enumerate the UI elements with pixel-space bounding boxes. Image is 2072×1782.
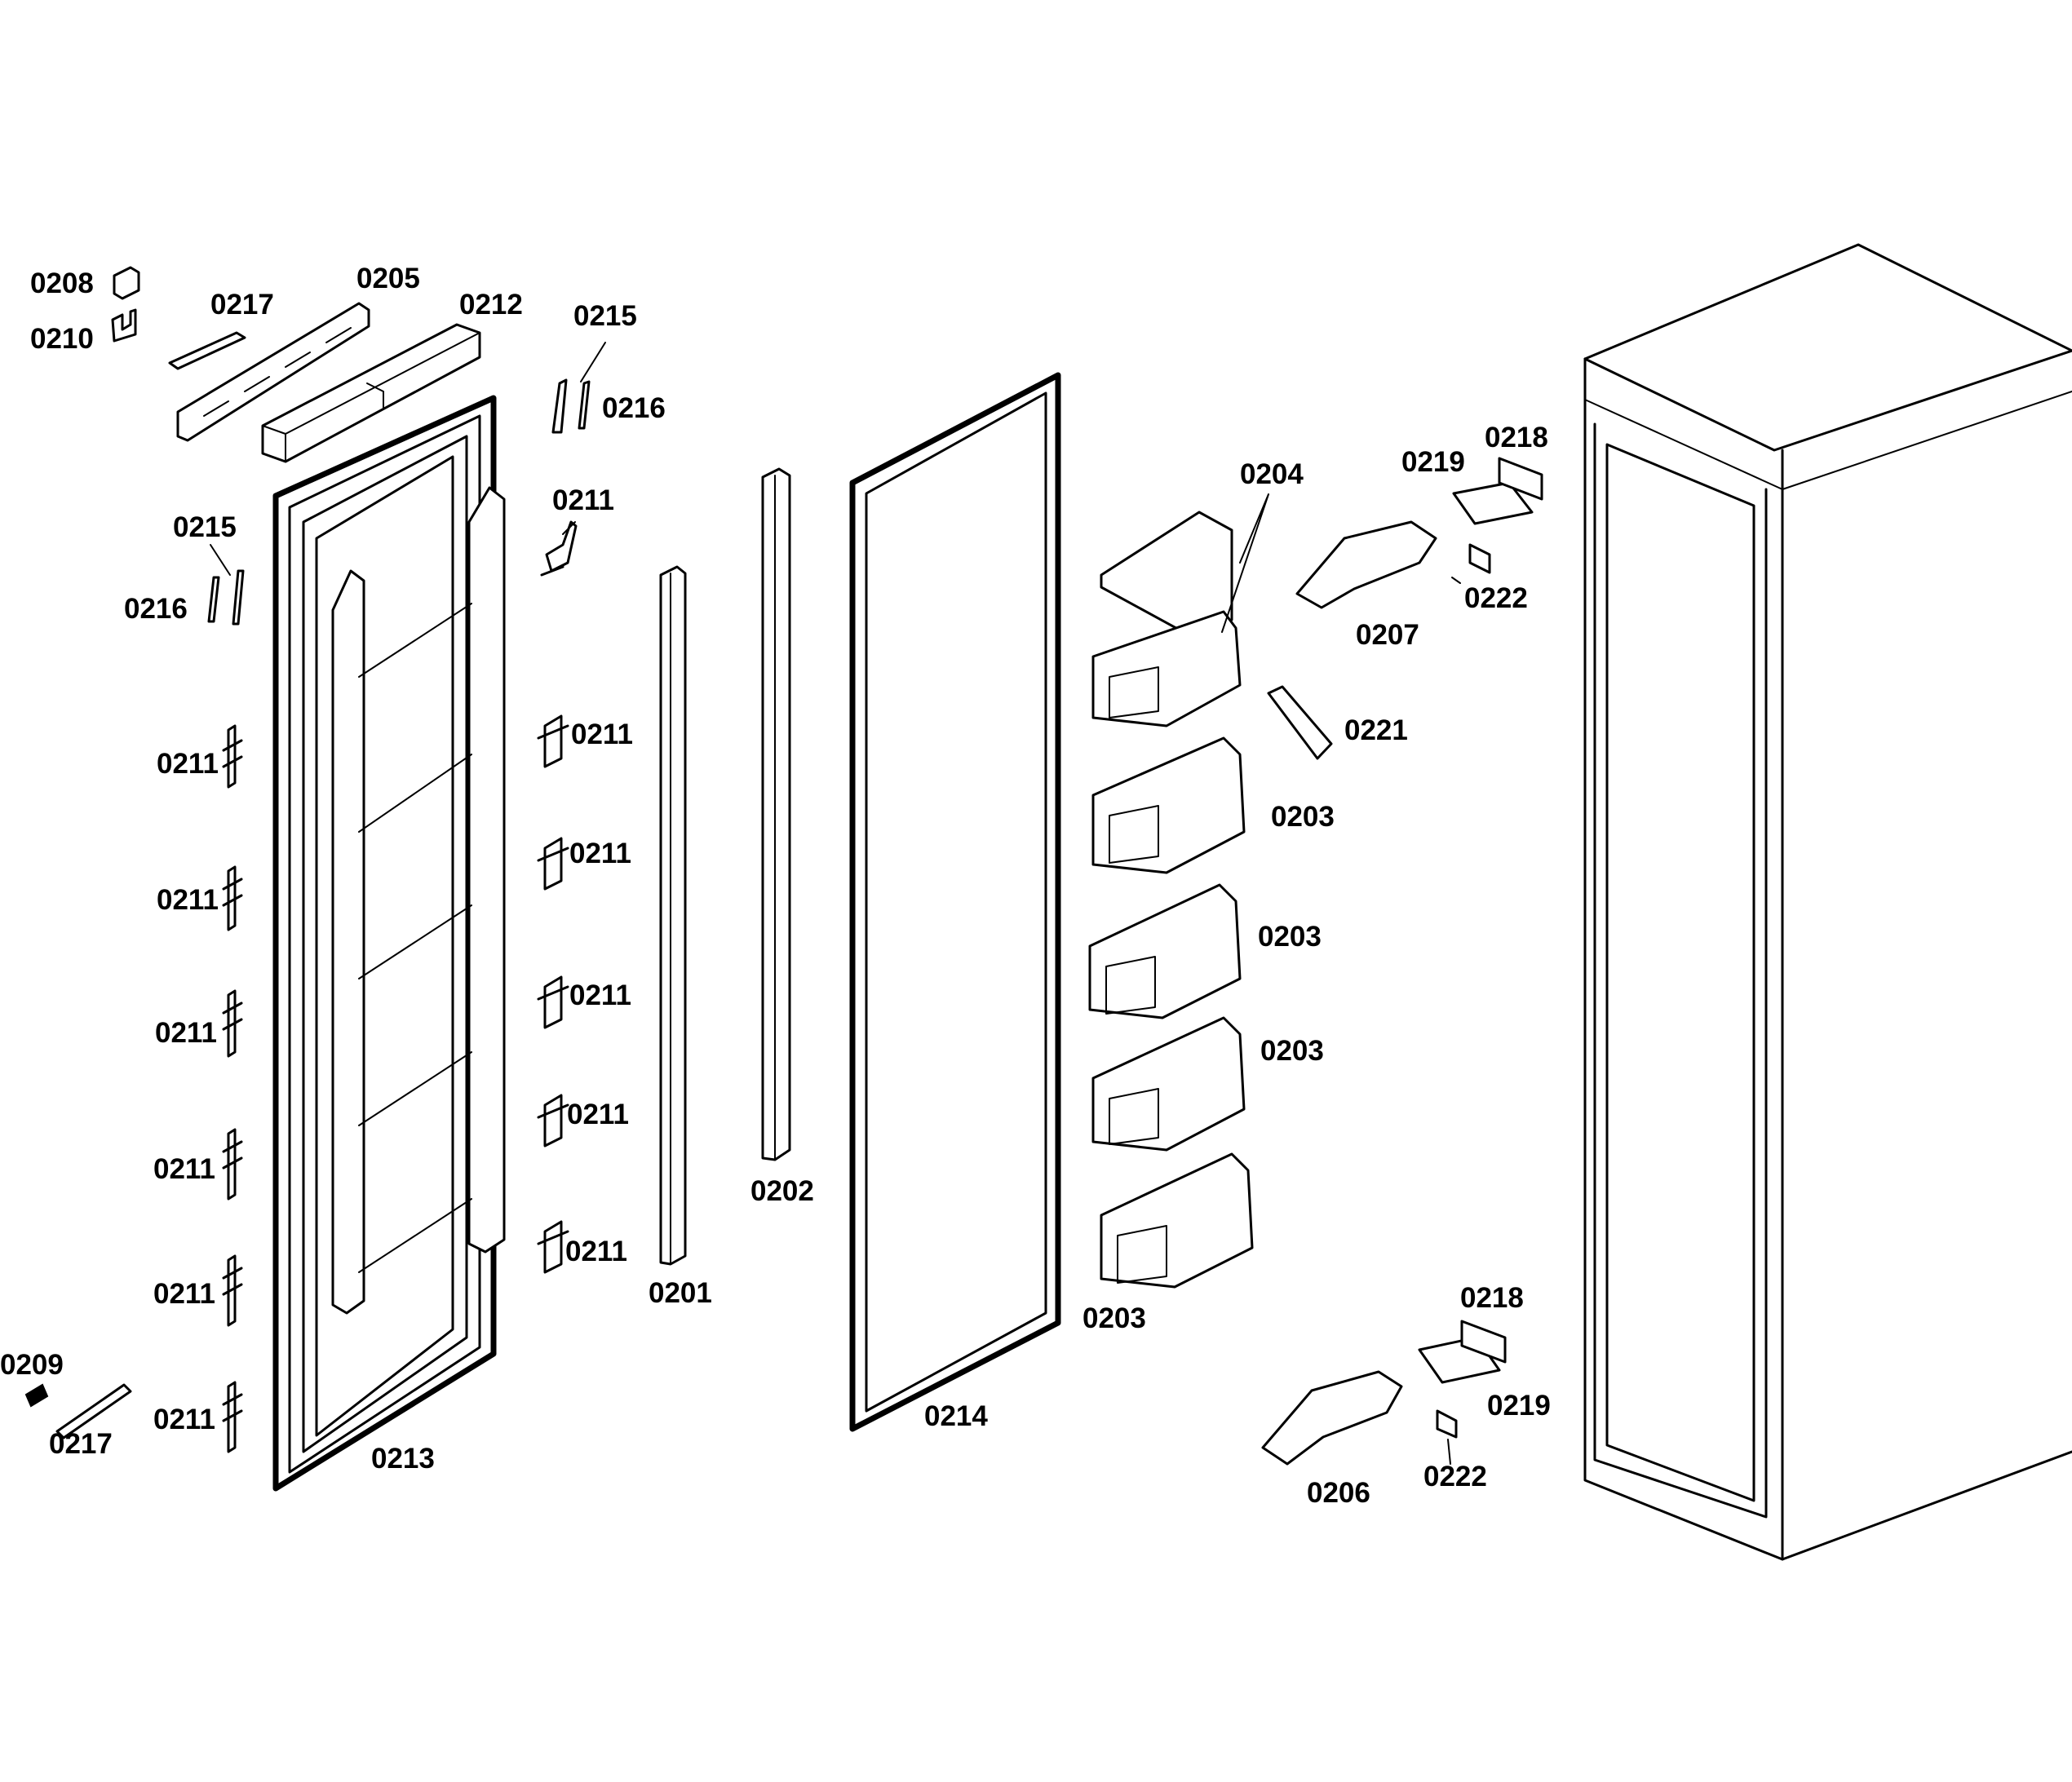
label-0215: 0215 <box>573 300 637 332</box>
label-0203: 0203 <box>1082 1302 1146 1334</box>
bins <box>1088 511 1333 1289</box>
label-0221: 0221 <box>1344 714 1408 746</box>
label-0211: 0211 <box>157 748 219 780</box>
label-0215: 0215 <box>173 511 237 543</box>
label-0216: 0216 <box>602 392 666 424</box>
label-0209: 0209 <box>0 1349 64 1381</box>
label-0211: 0211 <box>153 1153 215 1185</box>
label-0211: 0211 <box>153 1278 215 1310</box>
label-0217: 0217 <box>210 289 274 321</box>
label-0202: 0202 <box>750 1175 814 1207</box>
strip-0201 <box>659 565 687 1266</box>
label-0203: 0203 <box>1271 801 1335 833</box>
part-labels: 0208 0210 0217 0205 0212 0215 0216 0215 … <box>0 263 1551 1509</box>
label-0201: 0201 <box>649 1277 712 1309</box>
label-0218: 0218 <box>1485 422 1548 453</box>
label-0222: 0222 <box>1423 1461 1487 1492</box>
strip-0202 <box>761 467 791 1161</box>
label-0210: 0210 <box>30 323 94 355</box>
label-0211: 0211 <box>157 884 219 916</box>
label-0211: 0211 <box>552 484 614 516</box>
label-0203: 0203 <box>1258 921 1322 953</box>
label-0205: 0205 <box>356 263 420 294</box>
label-0216: 0216 <box>124 593 188 625</box>
center-door-clips <box>537 378 591 1274</box>
top-hardware <box>111 266 481 463</box>
label-0211: 0211 <box>153 1404 215 1435</box>
label-0212: 0212 <box>459 289 523 321</box>
door-0213 <box>272 395 506 1492</box>
label-0214: 0214 <box>924 1400 988 1432</box>
label-0211: 0211 <box>155 1017 217 1049</box>
label-0211: 0211 <box>569 979 631 1011</box>
label-0211: 0211 <box>567 1099 629 1130</box>
lower-hinge <box>1261 1320 1507 1466</box>
leader-lines <box>210 342 1461 1465</box>
upper-hinge <box>1295 457 1543 609</box>
label-0211: 0211 <box>571 719 633 750</box>
label-0219: 0219 <box>1401 446 1465 478</box>
label-0204: 0204 <box>1240 458 1304 490</box>
left-door-clips <box>24 569 245 1453</box>
label-0207: 0207 <box>1356 619 1419 651</box>
label-0217: 0217 <box>49 1428 113 1460</box>
label-0211: 0211 <box>569 838 631 869</box>
gasket-0214 <box>849 372 1061 1432</box>
label-0219: 0219 <box>1487 1390 1551 1422</box>
label-0213: 0213 <box>371 1443 435 1475</box>
label-0222: 0222 <box>1464 582 1528 614</box>
label-0208: 0208 <box>30 268 94 299</box>
cabinet <box>1583 243 2072 1561</box>
label-0211: 0211 <box>565 1236 627 1267</box>
label-0206: 0206 <box>1307 1477 1370 1509</box>
label-0218: 0218 <box>1460 1282 1524 1314</box>
label-0203: 0203 <box>1260 1035 1324 1067</box>
